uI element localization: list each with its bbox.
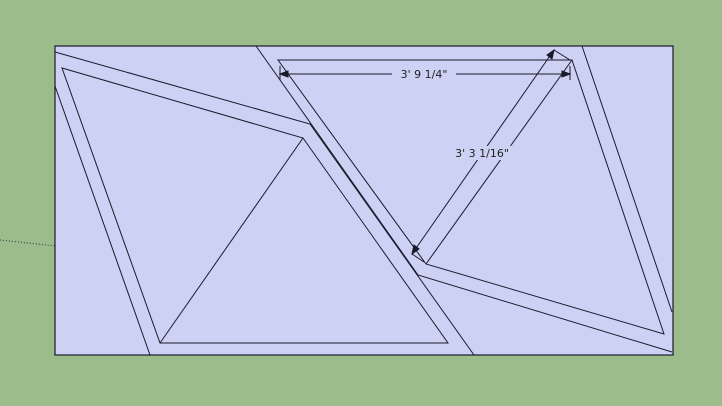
dimension-diagonal-label[interactable]: 3' 3 1/16" (455, 147, 509, 160)
right-strip-left-edge[interactable] (255, 45, 673, 353)
left-strip-inner-edge[interactable] (54, 85, 151, 356)
dimension-diagonal-ext-top (553, 49, 571, 61)
left-triangle[interactable] (61, 67, 449, 344)
dimension-horizontal-label[interactable]: 3' 9 1/4" (401, 68, 448, 81)
left-strip-outer-line[interactable] (54, 51, 475, 356)
arrowhead-right (561, 70, 572, 78)
inference-guide-line (0, 239, 57, 247)
right-strip-right-edge[interactable] (581, 45, 673, 313)
left-triangle-diagonal[interactable] (159, 137, 304, 344)
arrowhead-left (278, 70, 289, 78)
right-triangle-diagonal[interactable] (425, 59, 573, 265)
cut-lines (54, 45, 673, 356)
arrowhead-top (546, 48, 555, 60)
dimension-horizontal-label-bg (392, 67, 456, 81)
arrowhead-bottom (411, 244, 420, 256)
right-triangle[interactable] (277, 59, 665, 335)
dimension-diagonal-ext-bottom (411, 253, 425, 263)
dimension-diagonal-label-bg (452, 146, 512, 160)
